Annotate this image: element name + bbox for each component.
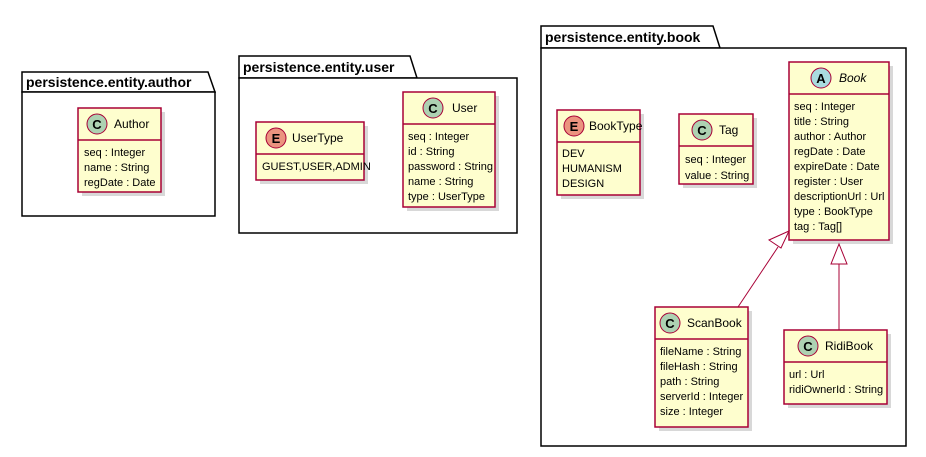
svg-text:A: A <box>816 71 826 86</box>
class-tag[interactable]: C Tag seq : Integer value : String <box>678 113 757 188</box>
svg-text:C: C <box>665 316 675 331</box>
class-badge-icon <box>86 113 108 135</box>
class-user[interactable]: C User seq : Integer id : String passwor… <box>402 91 499 211</box>
class-attribute: type : BookType <box>794 206 873 218</box>
class-attribute: regDate : Date <box>84 177 156 189</box>
abstract-class-book[interactable]: A Book seq : Integer title : String auth… <box>788 61 893 244</box>
class-name: User <box>452 101 477 115</box>
class-attribute: id : String <box>408 146 454 158</box>
class-name: Book <box>839 71 867 85</box>
class-author[interactable]: C Author seq : Integer name : String reg… <box>77 107 165 196</box>
class-name: Tag <box>719 123 738 137</box>
class-attribute: path : String <box>660 376 719 388</box>
enum-value: HUMANISM <box>562 163 622 175</box>
class-badge-icon <box>691 119 713 141</box>
class-name: RidiBook <box>825 339 874 353</box>
class-attribute: url : Url <box>789 369 824 381</box>
class-attribute: seq : Integer <box>84 147 145 159</box>
enum-booktype[interactable]: E BookType DEV HUMANISM DESIGN <box>556 109 644 199</box>
svg-text:C: C <box>697 123 707 138</box>
class-attribute: regDate : Date <box>794 146 866 158</box>
package-title: persistence.entity.author <box>26 74 192 90</box>
class-attribute: expireDate : Date <box>794 161 880 173</box>
class-attribute: descriptionUrl : Url <box>794 191 884 203</box>
class-badge-icon <box>797 335 819 357</box>
class-scanbook[interactable]: C ScanBook fileName : String fileHash : … <box>654 306 752 431</box>
enum-value: DESIGN <box>562 178 604 190</box>
class-attribute: author : Author <box>794 131 866 143</box>
inheritance-arrowhead-icon <box>767 229 791 249</box>
inheritance-scanbook-book <box>737 229 791 308</box>
class-attribute: name : String <box>408 176 473 188</box>
enum-usertype[interactable]: E UserType GUEST,USER,ADMIN <box>255 121 371 184</box>
class-attribute: register : User <box>794 176 863 188</box>
class-attribute: fileName : String <box>660 346 741 358</box>
package-title: persistence.entity.user <box>243 59 395 75</box>
class-attribute: fileHash : String <box>660 361 738 373</box>
inheritance-ridibook-book <box>830 242 848 330</box>
class-attribute: seq : Integer <box>794 101 855 113</box>
enum-values: GUEST,USER,ADMIN <box>262 161 371 173</box>
class-attribute: type : UserType <box>408 191 485 203</box>
class-name: UserType <box>292 131 344 145</box>
class-attribute: size : Integer <box>660 406 723 418</box>
class-name: BookType <box>589 119 643 133</box>
inheritance-arrowhead-icon <box>830 242 848 265</box>
enum-badge-icon <box>265 127 287 149</box>
svg-text:C: C <box>92 117 102 132</box>
class-box <box>788 61 890 241</box>
class-box <box>402 91 496 208</box>
class-badge-icon <box>659 312 681 334</box>
class-name: Author <box>114 117 149 131</box>
class-box <box>678 113 754 185</box>
class-attribute: value : String <box>685 170 749 182</box>
class-attribute: title : String <box>794 116 849 128</box>
class-attribute: seq : Integer <box>685 154 746 166</box>
package-title: persistence.entity.book <box>545 29 701 45</box>
svg-text:E: E <box>570 119 579 134</box>
enum-value: DEV <box>562 148 585 160</box>
class-attribute: password : String <box>408 161 493 173</box>
class-attribute: serverId : Integer <box>660 391 743 403</box>
svg-text:C: C <box>803 339 813 354</box>
class-name: ScanBook <box>687 316 743 330</box>
class-attribute: ridiOwnerId : String <box>789 384 883 396</box>
class-attribute: seq : Integer <box>408 131 469 143</box>
svg-text:C: C <box>428 101 438 116</box>
svg-text:E: E <box>272 131 281 146</box>
class-attribute: tag : Tag[] <box>794 221 842 233</box>
class-attribute: name : String <box>84 162 149 174</box>
class-ridibook[interactable]: C RidiBook url : Url ridiOwnerId : Strin… <box>783 329 891 408</box>
abstract-badge-icon <box>810 67 832 89</box>
enum-badge-icon <box>563 115 585 137</box>
class-badge-icon <box>422 97 444 119</box>
